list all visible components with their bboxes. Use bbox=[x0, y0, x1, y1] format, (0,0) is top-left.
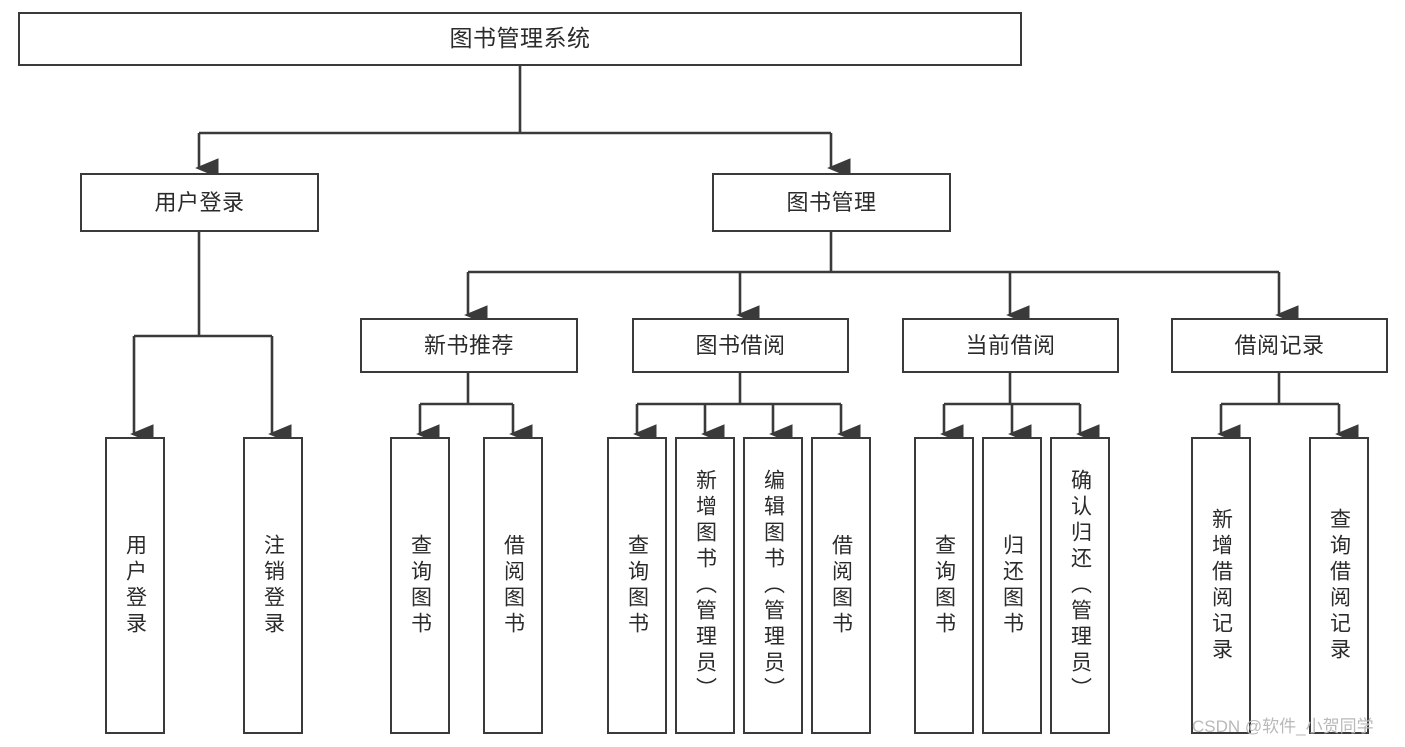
node-user-login-label: 用户登录 bbox=[154, 189, 245, 215]
node-user-login[interactable]: 用户登录 bbox=[80, 173, 319, 232]
node-leaf-return-book[interactable]: 归还图书 bbox=[982, 437, 1042, 734]
node-borrow-record-label: 借阅记录 bbox=[1234, 332, 1325, 358]
node-leaf-add-record-label: 新增借阅记录 bbox=[1209, 507, 1233, 664]
node-borrow-record[interactable]: 借阅记录 bbox=[1171, 318, 1388, 373]
node-leaf-query-book-3-label: 查询图书 bbox=[932, 533, 956, 638]
node-leaf-edit-book[interactable]: 编辑图书（管理员） bbox=[743, 437, 803, 734]
node-current-borrow[interactable]: 当前借阅 bbox=[902, 318, 1119, 373]
node-leaf-query-record[interactable]: 查询借阅记录 bbox=[1309, 437, 1369, 734]
node-leaf-query-record-label: 查询借阅记录 bbox=[1327, 507, 1351, 664]
node-leaf-user-login-label: 用户登录 bbox=[123, 533, 147, 638]
node-leaf-edit-book-label: 编辑图书（管理员） bbox=[761, 468, 785, 703]
node-root-label: 图书管理系统 bbox=[449, 25, 591, 52]
node-leaf-logout[interactable]: 注销登录 bbox=[243, 437, 303, 734]
node-leaf-borrow-book-2-label: 借阅图书 bbox=[829, 533, 853, 638]
node-leaf-borrow-book-2[interactable]: 借阅图书 bbox=[811, 437, 871, 734]
node-leaf-confirm-return-label: 确认归还（管理员） bbox=[1068, 468, 1092, 703]
node-leaf-user-login[interactable]: 用户登录 bbox=[105, 437, 165, 734]
node-book-manage[interactable]: 图书管理 bbox=[712, 173, 951, 232]
node-new-book-recommend[interactable]: 新书推荐 bbox=[360, 318, 578, 373]
node-leaf-logout-label: 注销登录 bbox=[261, 533, 285, 638]
node-book-borrow-label: 图书借阅 bbox=[695, 332, 786, 358]
node-leaf-query-book-1-label: 查询图书 bbox=[408, 533, 432, 638]
node-book-borrow[interactable]: 图书借阅 bbox=[632, 318, 849, 373]
node-leaf-add-book-label: 新增图书（管理员） bbox=[693, 468, 717, 703]
watermark-text: CSDN @软件_小贺同学 bbox=[1192, 717, 1374, 736]
node-leaf-query-book-1[interactable]: 查询图书 bbox=[390, 437, 450, 734]
node-leaf-add-book[interactable]: 新增图书（管理员） bbox=[675, 437, 735, 734]
node-leaf-query-book-3[interactable]: 查询图书 bbox=[914, 437, 974, 734]
node-leaf-borrow-book-1[interactable]: 借阅图书 bbox=[483, 437, 543, 734]
node-leaf-return-book-label: 归还图书 bbox=[1000, 533, 1024, 638]
node-current-borrow-label: 当前借阅 bbox=[965, 332, 1056, 358]
node-root[interactable]: 图书管理系统 bbox=[18, 12, 1022, 66]
node-new-book-recommend-label: 新书推荐 bbox=[423, 332, 514, 358]
node-leaf-add-record[interactable]: 新增借阅记录 bbox=[1191, 437, 1251, 734]
node-leaf-borrow-book-1-label: 借阅图书 bbox=[501, 533, 525, 638]
node-leaf-confirm-return[interactable]: 确认归还（管理员） bbox=[1050, 437, 1110, 734]
node-leaf-query-book-2[interactable]: 查询图书 bbox=[607, 437, 667, 734]
node-leaf-query-book-2-label: 查询图书 bbox=[625, 533, 649, 638]
node-book-manage-label: 图书管理 bbox=[786, 189, 877, 215]
